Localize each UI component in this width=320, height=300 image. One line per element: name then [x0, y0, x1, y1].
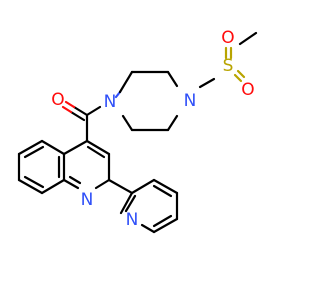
sulfonyl-oxygen-a-label: O: [221, 28, 234, 48]
amide-linker: [61, 100, 102, 143]
molecule-structure: O N N S O O N N: [17, 28, 258, 234]
piperazine-nitrogen-4-label: N: [184, 91, 197, 111]
sulfonyl-oxygen-b-label: O: [241, 80, 254, 100]
quinoline-nitrogen-label: N: [81, 190, 94, 210]
piperazine-nitrogen-1-label: N: [104, 92, 117, 112]
quinoline-benzo-ring: [17, 139, 66, 195]
carbonyl-oxygen-label: O: [51, 90, 64, 110]
piperazine-ring: [114, 70, 179, 132]
sulfur-label: S: [223, 56, 234, 76]
pyridinyl-ring: [107, 178, 179, 234]
quinoline-pyridine-ring: [62, 139, 111, 190]
methanesulfonyl-group: [198, 31, 258, 89]
pyridine-nitrogen-label: N: [126, 210, 139, 230]
